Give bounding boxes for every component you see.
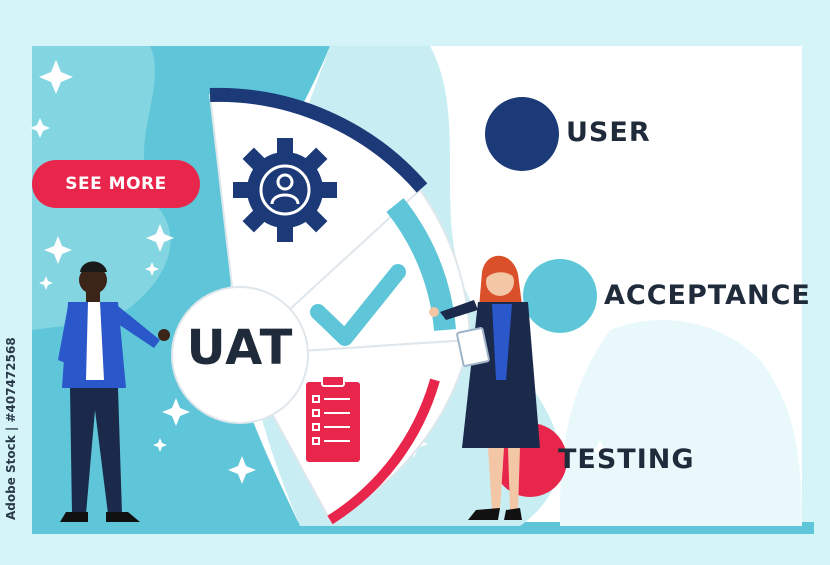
stock-watermark: Adobe Stock | #407472568 — [4, 337, 18, 520]
gear-user-icon — [233, 138, 337, 242]
user-circle — [485, 97, 559, 171]
word-testing: TESTING — [558, 444, 695, 475]
word-acceptance: ACCEPTANCE — [604, 280, 811, 311]
word-user: USER — [566, 117, 651, 148]
checkmark-icon — [310, 264, 406, 346]
uat-circle — [171, 286, 309, 424]
acceptance-circle — [523, 259, 597, 333]
fan-arc-navy — [209, 87, 428, 193]
clipboard-checklist-icon — [306, 375, 360, 462]
see-more-button[interactable]: SEE MORE — [32, 160, 200, 208]
right-teal-blob — [560, 320, 802, 526]
woman-figure — [429, 255, 540, 520]
uat-label: UAT — [186, 320, 294, 376]
man-figure — [58, 261, 170, 522]
fan-arc-red — [327, 378, 440, 525]
